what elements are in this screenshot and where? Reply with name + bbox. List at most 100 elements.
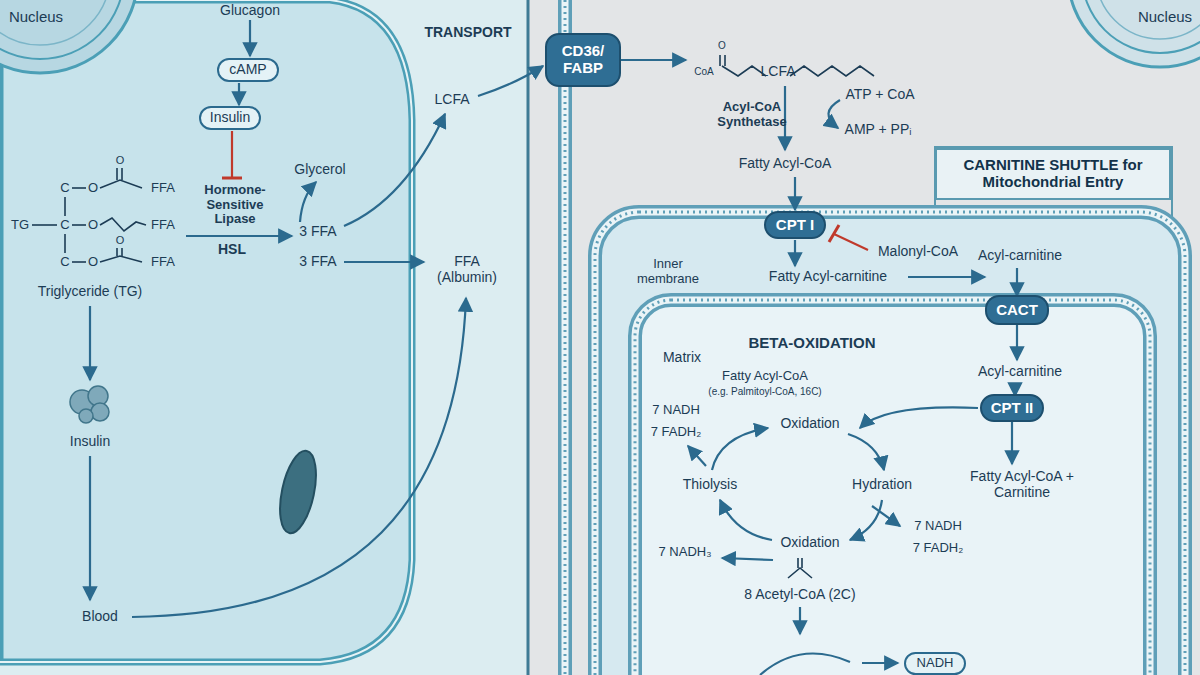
- label: 7 NADH: [914, 519, 962, 534]
- flow-arrows-part: [848, 434, 884, 470]
- flow-arrows-part: [344, 114, 445, 226]
- node-text: Insulin: [210, 110, 250, 126]
- label: Oxidation: [780, 535, 839, 551]
- label: AMP + PPᵢ: [845, 122, 912, 138]
- triglyceride-bonds-part: [72, 261, 86, 263]
- process-box: CPT I: [764, 211, 826, 239]
- right-panel-part: [564, 0, 567, 675]
- flow-arrows-part: [89, 306, 91, 380]
- label: FFA (Albumin): [427, 254, 507, 285]
- triglyceride-bonds-part: [64, 234, 66, 253]
- label: Hydration: [852, 477, 912, 493]
- left-panel-part: [0, 0, 124, 59]
- flow-arrows-part: [908, 276, 985, 278]
- flow-arrows-part: [231, 131, 233, 178]
- label: Hormone-Sensitive Lipase: [189, 183, 281, 227]
- label: O: [718, 40, 726, 51]
- acyl-chain-part: [724, 55, 726, 66]
- mitochondrion: [595, 212, 1185, 675]
- flow-arrows-part: [249, 20, 251, 56]
- left-panel-part: [0, 0, 412, 662]
- node-text: CPT I: [776, 217, 814, 234]
- label: O: [116, 234, 125, 246]
- left-panel-part: [0, 0, 110, 45]
- label: HSL: [218, 242, 246, 258]
- flow-arrows-part: [828, 100, 840, 128]
- label: O: [88, 181, 98, 196]
- label: C: [60, 255, 69, 270]
- flow-arrows-part: [1016, 268, 1018, 296]
- label: Malonyl-CoA: [878, 244, 958, 260]
- left-panel-part: [0, 0, 412, 662]
- triglyceride-bonds-part: [64, 197, 66, 216]
- label: 7 FADH₂: [651, 425, 702, 440]
- process-box: CPT II: [980, 394, 1044, 422]
- flow-arrows-part: [620, 59, 686, 61]
- flow-arrows-part: [850, 500, 882, 540]
- label: (e.g. Palmitoyl-CoA, 16C): [708, 386, 821, 397]
- flow-arrows-part: [794, 177, 796, 210]
- process-box: CACT: [985, 295, 1049, 325]
- flow-arrows-part: [760, 654, 850, 675]
- flow-arrows-part: [1011, 421, 1013, 464]
- label: Fatty Acyl-carnitine: [769, 269, 887, 285]
- acyl-chain-part: [719, 55, 721, 66]
- flow-arrows-part: [862, 662, 898, 664]
- node-text: CARNITINE SHUTTLE for Mitochondrial Entr…: [943, 157, 1163, 191]
- node-text: CPT II: [991, 400, 1034, 417]
- label: Glucagon: [220, 3, 280, 19]
- left-panel: [0, 0, 528, 675]
- process-box: CD36/ FABP: [545, 33, 621, 87]
- label: Acyl-CoA Synthetase: [702, 100, 802, 129]
- process-box: NADH: [904, 652, 966, 675]
- label: 7 NADH: [652, 403, 700, 418]
- label: C: [60, 181, 69, 196]
- label: Matrix: [663, 350, 701, 366]
- triglyceride-bonds-part: [72, 224, 86, 226]
- node-text: cAMP: [229, 62, 266, 78]
- label: FFA: [151, 255, 175, 270]
- flow-arrows-part: [300, 182, 316, 222]
- flow-arrows-part: [222, 177, 242, 180]
- left-panel-part: [0, 0, 528, 675]
- label: Insulin: [70, 434, 110, 450]
- flow-arrows-part: [344, 261, 424, 263]
- acyl-chain-part: [722, 66, 874, 76]
- label: Oxidation: [780, 416, 839, 432]
- mitochondrion-part: [635, 300, 1150, 675]
- node-text: CD36/ FABP: [553, 43, 613, 77]
- flow-arrows-part: [829, 225, 839, 242]
- label: LCFA: [760, 64, 795, 80]
- label: Nucleus: [9, 9, 63, 26]
- lipid-droplet-icon-part: [79, 409, 93, 423]
- node-text: CACT: [996, 302, 1038, 319]
- right-panel-part: [1096, 0, 1200, 39]
- flow-arrows-part: [722, 558, 773, 560]
- label: ATP + CoA: [845, 87, 914, 103]
- label: Glycerol: [294, 162, 345, 178]
- flow-arrows-part: [872, 506, 900, 526]
- flow-arrows-part: [720, 500, 772, 540]
- right-panel-part: [1068, 0, 1200, 67]
- triglyceride-bonds-part: [116, 168, 118, 180]
- connector: [238, 83, 240, 105]
- acyl-chain-part: [788, 558, 812, 578]
- flow-arrows: [90, 20, 1017, 675]
- label: O: [88, 255, 98, 270]
- triglyceride-bonds-part: [100, 256, 142, 262]
- label: TRANSPORT: [424, 25, 511, 41]
- flow-arrows-part: [860, 407, 978, 428]
- lipid-droplet-icon-part: [91, 403, 109, 421]
- mitochondrion-part: [595, 212, 1185, 675]
- mitochondrion-part: [635, 300, 1150, 675]
- flow-arrows-part: [834, 234, 868, 250]
- node-text: NADH: [917, 656, 954, 671]
- label: Acyl-carnitine: [978, 248, 1062, 264]
- label: BETA-OXIDATION: [749, 335, 876, 352]
- flow-arrows-part: [688, 446, 706, 466]
- label: FFA: [151, 218, 175, 233]
- triglyceride-bonds-part: [121, 248, 123, 256]
- label: Nucleus: [1138, 9, 1192, 26]
- label: CoA: [694, 66, 713, 77]
